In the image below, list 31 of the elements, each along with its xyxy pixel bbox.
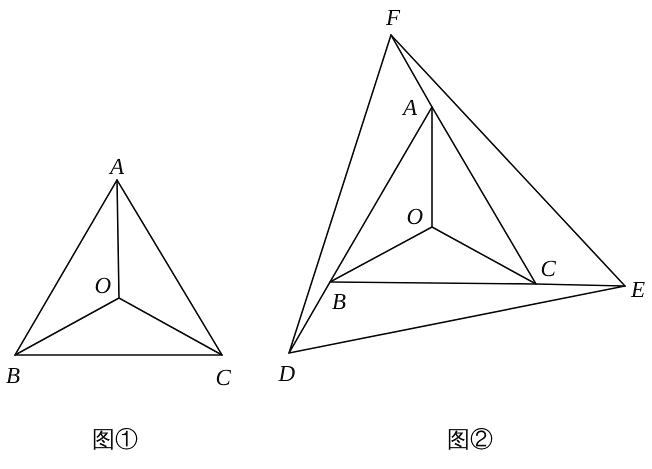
line-segment: [116, 179, 223, 356]
point-label: F: [386, 6, 400, 28]
point-label: E: [631, 278, 646, 300]
line-segment: [431, 106, 433, 228]
figure-caption: 图②: [447, 427, 493, 453]
line-segment: [288, 281, 331, 354]
line-segment: [116, 179, 120, 299]
line-segment: [431, 106, 537, 285]
point-label: D: [278, 362, 296, 384]
figure-caption: 图①: [92, 427, 138, 453]
line-segment: [329, 106, 433, 283]
line-segment: [329, 226, 433, 283]
point-label: A: [403, 96, 418, 118]
point-label: C: [216, 366, 231, 388]
line-segment: [14, 297, 120, 356]
point-label: C: [540, 256, 556, 280]
line-segment: [329, 281, 537, 285]
line-segment: [390, 34, 433, 108]
point-label: A: [110, 154, 124, 178]
point-label: B: [332, 290, 346, 312]
point-label: O: [406, 204, 424, 228]
line-segment: [535, 283, 626, 287]
line-segment: [118, 297, 223, 356]
line-segment: [288, 285, 626, 354]
line-segment: [14, 179, 118, 356]
line-segment: [431, 226, 537, 285]
point-label: B: [6, 364, 20, 386]
point-label: O: [94, 274, 112, 296]
line-segment: [390, 34, 626, 287]
line-segment: [14, 354, 223, 356]
line-segment: [288, 34, 392, 354]
